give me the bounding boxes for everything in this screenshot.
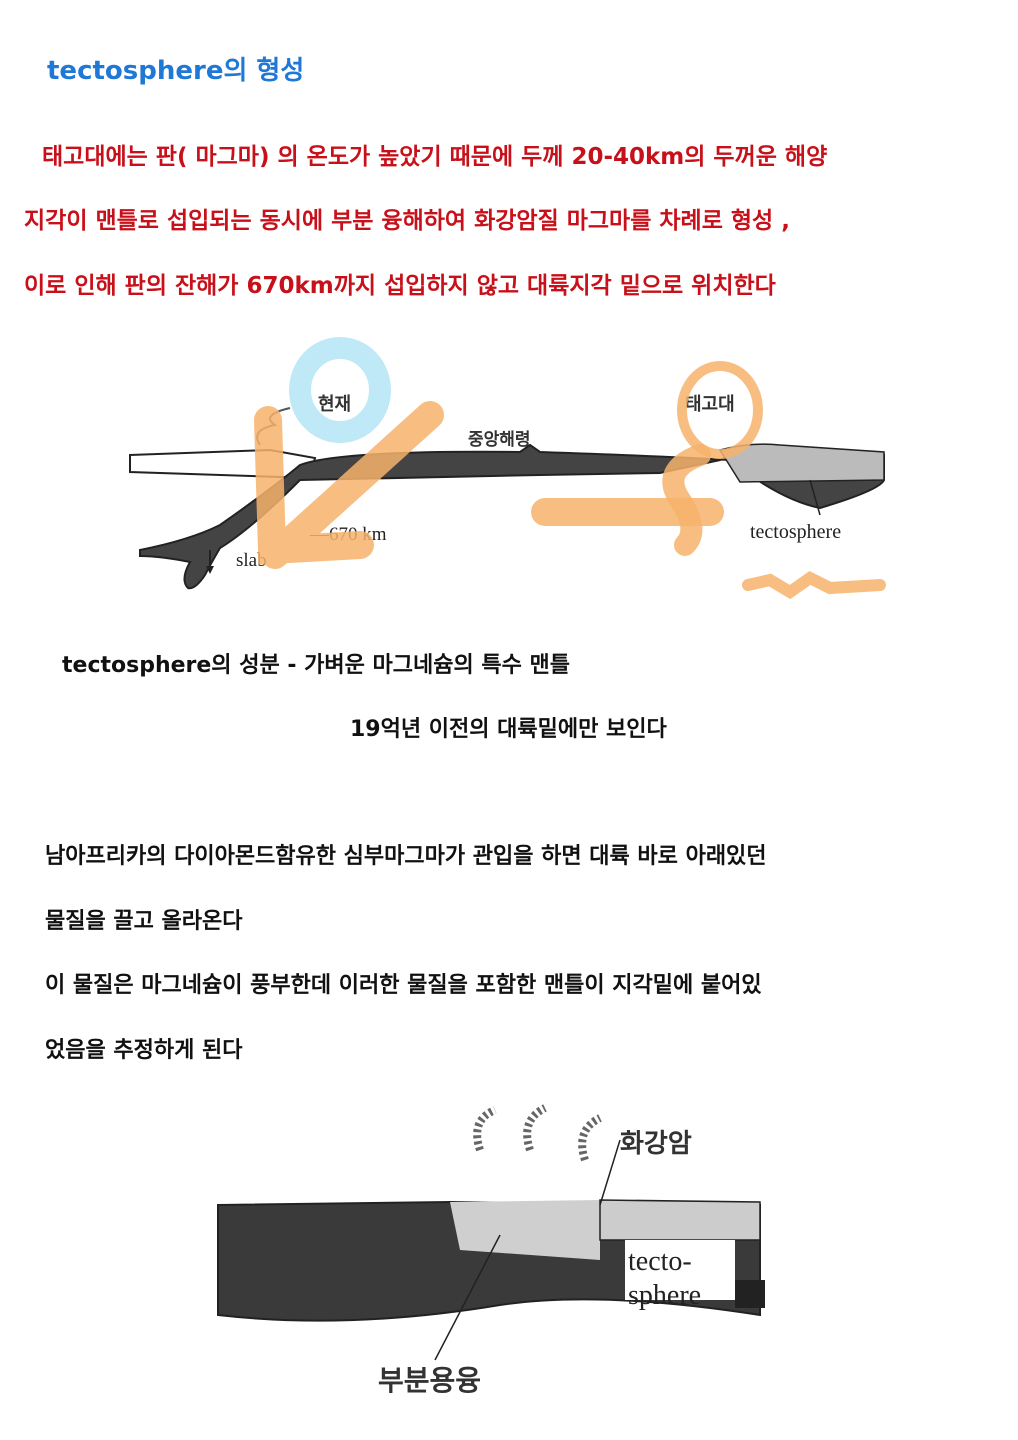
intro-line: 지각이 맨틀로 섭입되는 동시에 부분 융해하여 화강암질 마그마를 차례로 형… xyxy=(24,208,790,234)
label-ridge: 중앙해령 xyxy=(468,429,531,450)
composition-line: 19억년 이전의 대륙밑에만 보인다 xyxy=(350,717,667,742)
blue-circle-highlight xyxy=(289,337,391,443)
page-title: tectosphere의 형성 xyxy=(47,56,305,86)
intro-line: 태고대에는 판( 마그마) 의 온도가 높았기 때문에 두께 20-40km의 … xyxy=(42,144,828,170)
label-partial-melt: 부분용융 xyxy=(378,1364,481,1397)
intro-line: 이로 인해 판의 잔해가 670km까지 섭입하지 않고 대륙지각 밑으로 위치… xyxy=(24,273,776,299)
orange-annotations xyxy=(254,361,886,600)
paragraph-line: 었음을 추정하게 된다 xyxy=(45,1038,243,1063)
label-granite: 화강암 xyxy=(620,1129,692,1159)
tectosphere-diagram: 화강암 tecto- sphere 부분용융 xyxy=(217,1104,765,1397)
label-tecto: tecto- xyxy=(628,1246,692,1277)
label-present: 현재 xyxy=(318,394,351,415)
subduction-diagram: 현재 태고대 중앙해령 —670 km slab tectosphere xyxy=(129,337,886,600)
paragraph-line: 이 물질은 마그네슘이 풍부한데 이러한 물질을 포함한 맨틀이 지각밑에 붙어… xyxy=(45,973,762,998)
paragraph-line: 남아프리카의 다이아몬드함유한 심부마그마가 관입을 하면 대륙 바로 아래있던 xyxy=(45,844,767,869)
composition-line: tectosphere의 성분 - 가벼운 마그네슘의 특수 맨틀 xyxy=(62,653,570,678)
paragraph-line: 물질을 끌고 올라온다 xyxy=(45,909,243,934)
label-sphere: sphere xyxy=(628,1280,701,1311)
label-tectosphere: tectosphere xyxy=(750,521,841,543)
label-archean: 태고대 xyxy=(685,394,735,415)
